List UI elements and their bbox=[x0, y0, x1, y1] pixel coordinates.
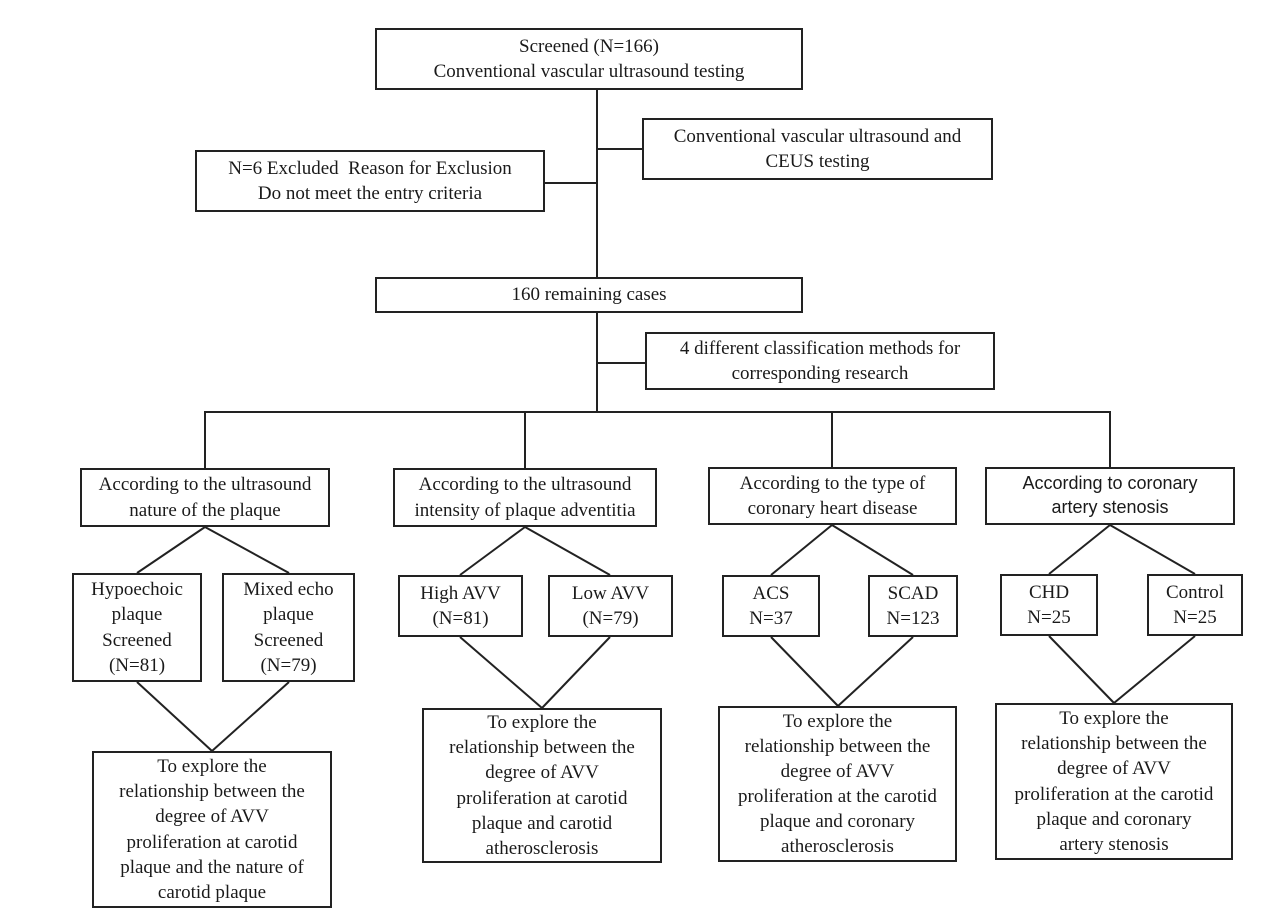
connector-b4-merge-right bbox=[1113, 635, 1196, 704]
branch-chd-type-header: According to the type of coronary heart … bbox=[708, 467, 957, 525]
excluded-box: N=6 Excluded Reason for Exclusion Do not… bbox=[195, 150, 545, 212]
acs-box: ACS N=37 bbox=[722, 575, 820, 637]
low-avv-box: Low AVV (N=79) bbox=[548, 575, 673, 637]
connector-b4-merge-left bbox=[1048, 635, 1115, 704]
connector-b2-merge-right bbox=[541, 636, 611, 709]
high-avv-box: High AVV (N=81) bbox=[398, 575, 523, 637]
branch-plaque-nature-header: According to the ultrasound nature of th… bbox=[80, 468, 330, 527]
hypoechoic-plaque-box: Hypoechoic plaque Screened (N=81) bbox=[72, 573, 202, 682]
connector-b4-split-left bbox=[1048, 524, 1111, 575]
connector-b1-split-right bbox=[204, 526, 290, 574]
outcome-artery-stenosis-box: To explore the relationship between the … bbox=[995, 703, 1233, 860]
outcome-coronary-atherosclerosis-box: To explore the relationship between the … bbox=[718, 706, 957, 862]
chd-box: CHD N=25 bbox=[1000, 574, 1098, 636]
screened-box: Screened (N=166) Conventional vascular u… bbox=[375, 28, 803, 90]
connector-b3-split-left bbox=[770, 524, 833, 576]
connector-b1-merge-left bbox=[136, 681, 213, 752]
connector-b3-merge-left bbox=[770, 636, 839, 707]
ceus-testing-box: Conventional vascular ultrasound and CEU… bbox=[642, 118, 993, 180]
outcome-carotid-atherosclerosis-box: To explore the relationship between the … bbox=[422, 708, 662, 863]
connector-b2-merge-left bbox=[459, 636, 543, 709]
connector-b1-merge-right bbox=[211, 681, 290, 752]
connector-b3-merge-right bbox=[837, 636, 914, 707]
connector-b3-split-right bbox=[831, 524, 914, 576]
branch-artery-stenosis-header: According to coronary artery stenosis bbox=[985, 467, 1235, 525]
branch-adventitia-intensity-header: According to the ultrasound intensity of… bbox=[393, 468, 657, 527]
connector-b2-split-left bbox=[459, 526, 526, 576]
classification-methods-box: 4 different classification methods for c… bbox=[645, 332, 995, 390]
control-box: Control N=25 bbox=[1147, 574, 1243, 636]
scad-box: SCAD N=123 bbox=[868, 575, 958, 637]
remaining-cases-box: 160 remaining cases bbox=[375, 277, 803, 313]
connector-b2-split-right bbox=[524, 526, 611, 576]
connector-b1-split-left bbox=[136, 526, 206, 574]
connector-b4-split-right bbox=[1109, 524, 1196, 575]
mixed-echo-plaque-box: Mixed echo plaque Screened (N=79) bbox=[222, 573, 355, 682]
outcome-plaque-nature-box: To explore the relationship between the … bbox=[92, 751, 332, 908]
